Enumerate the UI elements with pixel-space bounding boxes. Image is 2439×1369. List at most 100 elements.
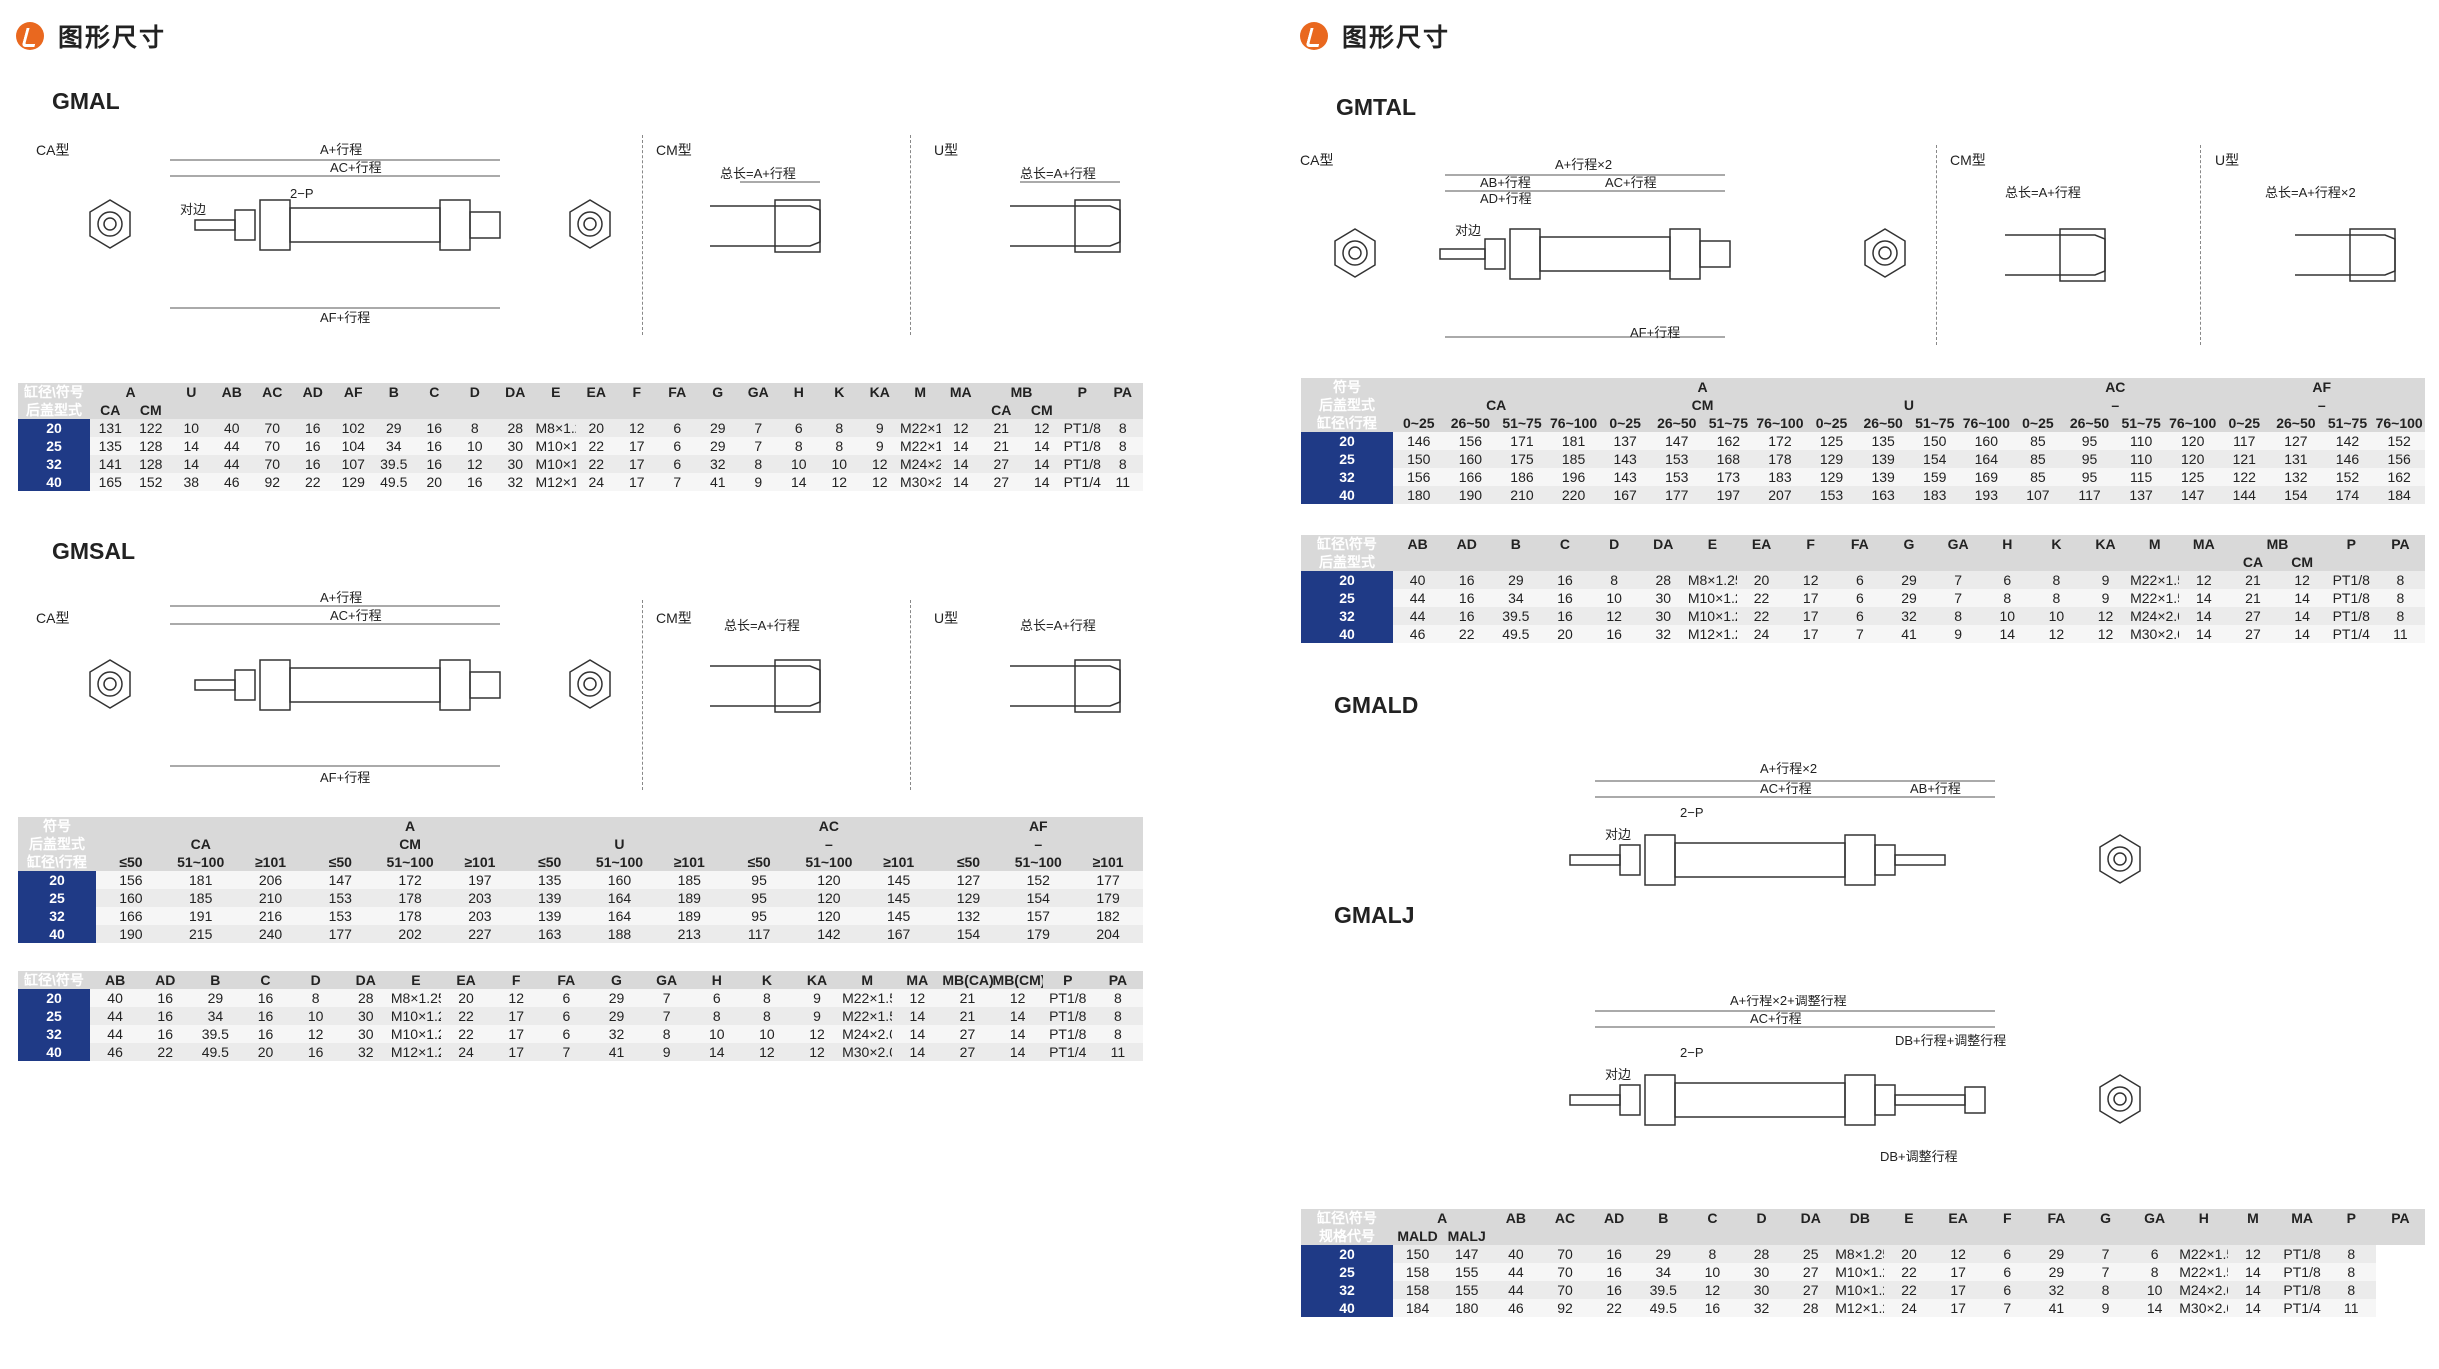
table-cell bbox=[1884, 553, 1934, 571]
table-cell: P bbox=[1062, 383, 1103, 401]
table-cell: 107 bbox=[333, 455, 374, 473]
table-cell: 156 bbox=[96, 871, 166, 889]
table-cell: 8 bbox=[454, 419, 495, 437]
table-cell: 32 bbox=[495, 473, 536, 491]
table-cell: 29 bbox=[2031, 1245, 2081, 1263]
table-cell: 168 bbox=[1702, 450, 1755, 468]
table-row: 2040162916828M8×1.2520126297689M22×1.512… bbox=[1301, 571, 2425, 589]
table-cell: ≥101 bbox=[654, 853, 725, 871]
table-cell: 10 bbox=[1982, 607, 2032, 625]
table-cell: 22 bbox=[1589, 1299, 1639, 1317]
table-cell: 193 bbox=[1960, 486, 2013, 504]
table-cell: 46 bbox=[1393, 625, 1443, 643]
table-cell bbox=[495, 401, 536, 419]
table-cell: 92 bbox=[1540, 1299, 1590, 1317]
table-cell: 16 bbox=[1540, 607, 1590, 625]
table-cell: 220 bbox=[1547, 486, 1600, 504]
table-cell: 150 bbox=[1393, 450, 1445, 468]
table-cell: 183 bbox=[1908, 486, 1961, 504]
table-cell: 153 bbox=[1650, 468, 1703, 486]
table-cell: 12 bbox=[2179, 571, 2229, 589]
table-cell: AD bbox=[292, 383, 333, 401]
table-cell: 8 bbox=[1102, 437, 1143, 455]
table-cell: 162 bbox=[1702, 432, 1755, 450]
table-cell: 16 bbox=[292, 437, 333, 455]
table-cell: 27 bbox=[942, 1043, 993, 1061]
table-cell: 16 bbox=[1540, 589, 1590, 607]
view-label-ca: CA型 bbox=[36, 142, 70, 158]
table-cell: 150 bbox=[1908, 432, 1961, 450]
table-cell bbox=[1638, 1227, 1688, 1245]
table-cell: ≤50 bbox=[724, 853, 794, 871]
table-cell: 128 bbox=[130, 455, 171, 473]
table-cell: 9 bbox=[2080, 1299, 2131, 1317]
section-title: 图形尺寸 bbox=[58, 24, 167, 52]
table-cell: 17 bbox=[491, 1025, 542, 1043]
table-cell: 51~75 bbox=[1702, 414, 1755, 432]
table-cell: M10×1.25 bbox=[1835, 1263, 1885, 1281]
row-key-cell: 20 bbox=[18, 419, 90, 437]
row-key-cell: 32 bbox=[18, 455, 90, 473]
table-cell: 104 bbox=[333, 437, 374, 455]
table-cell: 6 bbox=[541, 989, 592, 1007]
table-cell: 155 bbox=[1442, 1281, 1492, 1299]
table-cell: G bbox=[697, 383, 738, 401]
table-cell: 186 bbox=[1496, 468, 1548, 486]
table-cell: FA bbox=[657, 383, 698, 401]
table-cell: 28 bbox=[1786, 1299, 1836, 1317]
table-cell: 152 bbox=[2321, 468, 2374, 486]
table-cell: 12 bbox=[1021, 419, 1062, 437]
table-cell: 175 bbox=[1496, 450, 1548, 468]
table-cell: GA bbox=[738, 383, 779, 401]
table-cell: M10×1.25 bbox=[1687, 607, 1737, 625]
table-cell: 132 bbox=[933, 907, 1004, 925]
table-cell: 7 bbox=[657, 473, 698, 491]
table-cell bbox=[616, 401, 657, 419]
table-cell: MA bbox=[892, 971, 943, 989]
dim-label: 对边 bbox=[1455, 223, 1481, 238]
row-key-cell: 缸径\符号 bbox=[1301, 1209, 1393, 1227]
dim-label: AB+行程 bbox=[1480, 175, 1531, 190]
table-cell: 34 bbox=[1638, 1263, 1688, 1281]
table-cell: PA bbox=[2375, 535, 2425, 553]
table-cell: 39.5 bbox=[1491, 607, 1541, 625]
table-cell: 8 bbox=[2031, 571, 2081, 589]
table-cell: 21 bbox=[981, 419, 1022, 437]
table-cell: 10 bbox=[741, 1025, 792, 1043]
table-cell bbox=[1884, 1227, 1934, 1245]
table-cell: DA bbox=[1786, 1209, 1836, 1227]
table-cell: 12 bbox=[1786, 571, 1836, 589]
table-cell: AC bbox=[2012, 378, 2219, 396]
table-cell: 8 bbox=[641, 1025, 692, 1043]
table-cell: M22×1.5 bbox=[842, 989, 893, 1007]
table-cell: 20 bbox=[414, 473, 455, 491]
table-cell bbox=[454, 401, 495, 419]
table-cell: 128 bbox=[130, 437, 171, 455]
table-cell: 8 bbox=[2080, 1281, 2131, 1299]
table-cell: 27 bbox=[942, 1025, 993, 1043]
table-cell: 17 bbox=[616, 473, 657, 491]
table-cell: 44 bbox=[90, 1007, 141, 1025]
row-key-cell: 25 bbox=[18, 1007, 90, 1025]
table-cell bbox=[1589, 553, 1639, 571]
table-cell: ≤50 bbox=[305, 853, 376, 871]
table-cell: 120 bbox=[2166, 450, 2219, 468]
dim-label: AF+行程 bbox=[320, 770, 370, 785]
table-cell: C bbox=[1540, 535, 1590, 553]
table-cell: 6 bbox=[1835, 571, 1885, 589]
dim-label: AC+行程 bbox=[330, 608, 382, 623]
table-cell bbox=[900, 401, 941, 419]
table-cell: 184 bbox=[1393, 1299, 1443, 1317]
table-cell: 22 bbox=[1736, 589, 1787, 607]
table-cell: CA bbox=[1393, 396, 1600, 414]
table-cell bbox=[1982, 1227, 2032, 1245]
table-cell bbox=[1589, 1227, 1639, 1245]
table-cell: 153 bbox=[1650, 450, 1703, 468]
table-cell: 8 bbox=[1092, 989, 1143, 1007]
table-cell: 27 bbox=[1786, 1281, 1836, 1299]
